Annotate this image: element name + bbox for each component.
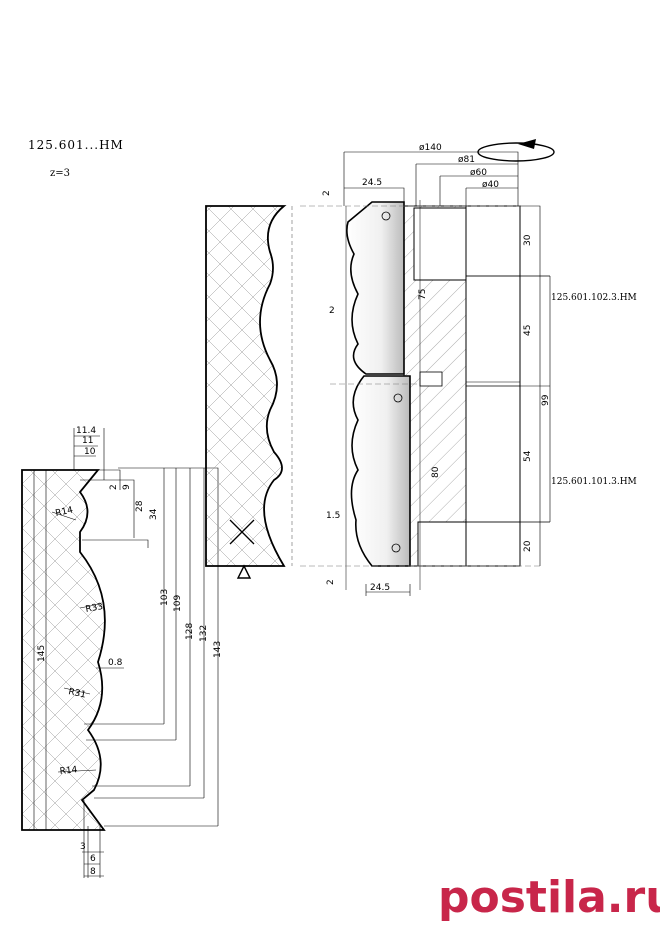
dim-depth-28: 28	[135, 500, 145, 512]
dim-128: 128	[185, 623, 195, 640]
workpiece-body	[21, 469, 106, 831]
left-dimension-lines	[51, 428, 219, 878]
radius-r14-bottom: R14	[59, 765, 78, 777]
bore-75: 75	[418, 289, 428, 300]
offset-mid: 2	[329, 306, 335, 316]
section-20: 20	[523, 540, 533, 552]
section-54: 54	[523, 450, 533, 462]
section-30: 30	[523, 234, 533, 246]
workpiece-profile	[21, 469, 106, 831]
dim-bottom-3: 3	[80, 842, 86, 852]
width-bottom: 24.5	[370, 583, 390, 593]
dim-145: 145	[37, 645, 47, 662]
dim-depth-34: 34	[149, 508, 159, 520]
part-code: 125.601...НМ	[28, 138, 124, 152]
radius-r14-top: R14	[55, 505, 75, 519]
dim-11-4: 11.4	[76, 426, 96, 436]
bore-80: 80	[431, 466, 441, 478]
dim-10: 10	[84, 447, 96, 457]
dim-143: 143	[213, 641, 223, 658]
rotation-arrow-icon	[477, 139, 555, 162]
overall-99: 99	[541, 394, 551, 406]
upper-knife	[346, 201, 405, 375]
dim-bottom-6: 6	[90, 854, 96, 864]
lower-knife	[350, 375, 411, 567]
width-top: 24.5	[362, 178, 382, 188]
workpiece-center	[205, 205, 293, 579]
dim-depth-9: 9	[122, 484, 132, 490]
teeth-count: z=3	[50, 168, 70, 179]
ref-upper-knife: 125.601.102.3.НМ	[551, 293, 637, 303]
dim-d140: ø140	[419, 143, 442, 153]
dim-11: 11	[82, 436, 93, 446]
watermark: postila.ru	[438, 872, 660, 923]
cutter-dimension-lines	[343, 151, 551, 596]
dim-103: 103	[160, 589, 170, 606]
section-45: 45	[523, 325, 533, 336]
dim-depth-2: 2	[109, 484, 119, 490]
dim-d81: ø81	[458, 155, 475, 165]
dim-d60: ø60	[470, 168, 487, 178]
radius-r33: R33	[85, 602, 104, 615]
cutter-assembly	[300, 200, 540, 590]
offset-lower: 1.5	[326, 511, 340, 521]
offset-bottom: 2	[326, 579, 336, 585]
dim-gap-0-8: 0.8	[108, 658, 123, 668]
dim-d40: ø40	[482, 180, 499, 190]
offset-top: 2	[322, 190, 332, 196]
radius-r31: R31	[67, 687, 86, 700]
dim-109: 109	[173, 595, 183, 612]
dim-132: 132	[199, 625, 209, 642]
dim-bottom-8: 8	[90, 867, 96, 877]
ref-lower-knife: 125.601.101.3.НМ	[551, 477, 637, 487]
